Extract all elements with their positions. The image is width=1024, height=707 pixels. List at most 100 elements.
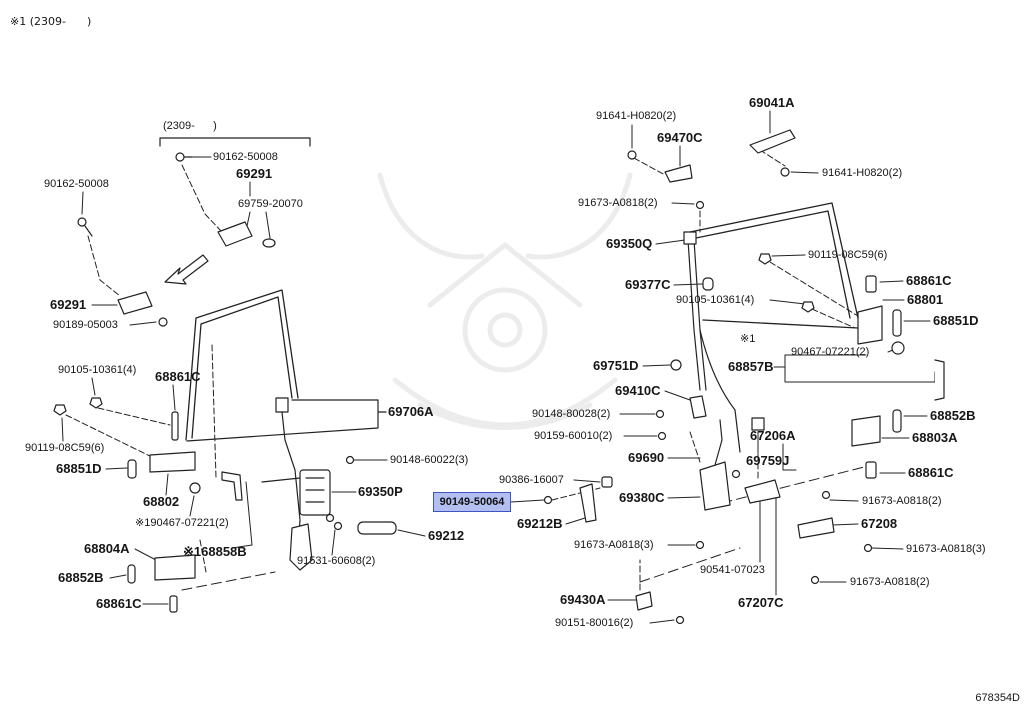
callout-right-8[interactable]: 69377C xyxy=(625,277,671,292)
hinge-68801 xyxy=(857,305,883,345)
watermark-logo xyxy=(377,172,633,430)
left-glass-frame xyxy=(185,289,299,441)
callout-right-17[interactable]: 90148-80028(2) xyxy=(532,408,611,420)
callout-right-33[interactable]: 91673-A0818(2) xyxy=(850,576,930,588)
callout-right-32[interactable]: 90541-07023 xyxy=(700,564,765,576)
lock-69380c xyxy=(699,461,731,511)
callout-right-0[interactable]: 91641-H0820(2) xyxy=(596,110,677,122)
right-leader-lines xyxy=(510,110,936,624)
callout-right-15[interactable]: 68857B xyxy=(728,359,774,374)
callout-right-11[interactable]: 68851D xyxy=(933,313,979,328)
callout-left-13[interactable]: 69350P xyxy=(358,484,403,499)
callout-left-10[interactable]: 68851D xyxy=(56,461,102,476)
callout-left-3[interactable]: 90162-50008 xyxy=(44,178,109,190)
part-68851d-right xyxy=(892,309,902,337)
bracket-69430a xyxy=(635,591,653,611)
callout-right-25[interactable]: 90386-16007 xyxy=(499,474,564,486)
channel-clip-69706a xyxy=(275,397,289,413)
callout-right-4[interactable]: 91673-A0818(2) xyxy=(578,197,658,209)
ball-69751d xyxy=(670,359,682,371)
lever-69410c xyxy=(689,395,707,419)
callout-right-19[interactable]: 67206A xyxy=(750,428,796,443)
callout-right-6[interactable]: 90119-08C59(6) xyxy=(808,249,888,261)
callout-right-12: ※1 xyxy=(740,333,756,345)
callout-right-35[interactable]: 67207C xyxy=(738,595,784,610)
callout-right-18[interactable]: 68852B xyxy=(930,408,976,423)
screw-91673-d xyxy=(863,543,873,553)
callout-left-0[interactable]: 90162-50008 xyxy=(213,151,278,163)
callout-right-24[interactable]: 68861C xyxy=(908,465,954,480)
left-dashed-lines xyxy=(65,164,276,591)
right-glass-frame xyxy=(689,202,859,329)
part-68858b xyxy=(221,471,243,501)
screw-91641-left xyxy=(627,150,637,160)
clip-69759-20070 xyxy=(262,238,276,248)
callout-right-1[interactable]: 69041A xyxy=(749,95,795,110)
part-68851d-left xyxy=(127,459,137,479)
callout-left-15[interactable]: 69212 xyxy=(428,528,465,543)
callout-left-18[interactable]: 91531-60608(2) xyxy=(297,555,376,567)
callout-left-2[interactable]: 69759-20070 xyxy=(238,198,303,210)
cushion-90467-left xyxy=(189,482,201,494)
callout-right-36[interactable]: 90151-80016(2) xyxy=(555,617,634,629)
callout-right-28[interactable]: 69212B xyxy=(517,516,563,531)
callout-right-16[interactable]: 69410C xyxy=(615,383,661,398)
handle-68857b xyxy=(934,359,945,401)
hinge-68803a xyxy=(851,415,881,447)
screw-90162-left xyxy=(77,217,93,237)
callout-right-9[interactable]: 90105-10361(4) xyxy=(676,294,755,306)
screw-90148-60022 xyxy=(345,455,355,465)
rod-69212b xyxy=(579,483,597,523)
callout-right-30[interactable]: 91673-A0818(3) xyxy=(574,539,654,551)
header-note: ※1 (2309- ) xyxy=(10,15,92,28)
callout-right-3[interactable]: 91641-H0820(2) xyxy=(822,167,903,179)
callout-left-7[interactable]: 68861C xyxy=(155,369,201,384)
callout-right-14[interactable]: 69751D xyxy=(593,358,639,373)
callout-left-12[interactable]: 68802 xyxy=(143,494,180,509)
callout-left-1[interactable]: 69291 xyxy=(236,166,273,181)
nut-90189 xyxy=(158,317,168,327)
cross-rod xyxy=(261,477,301,483)
right-parts xyxy=(543,129,945,625)
callout-left-5[interactable]: 90189-05003 xyxy=(53,319,118,331)
highlighted-part-label[interactable]: 90149-50064 xyxy=(433,492,511,512)
callout-left-17[interactable]: ※168858B xyxy=(183,544,247,559)
callout-right-10[interactable]: 68801 xyxy=(907,292,944,307)
bolt-90105-left xyxy=(89,397,103,409)
clip-69377c xyxy=(702,277,714,291)
hinge-68804a xyxy=(154,554,196,581)
callout-right-21[interactable]: 68803A xyxy=(912,430,958,445)
callout-left-8[interactable]: 69706A xyxy=(388,404,434,419)
block-69759j xyxy=(751,417,765,431)
screw-91641-right xyxy=(780,167,790,177)
callout-right-27[interactable]: 91673-A0818(2) xyxy=(862,495,942,507)
lower-bracket xyxy=(289,523,313,571)
callout-left-16[interactable]: 68804A xyxy=(84,541,130,556)
callout-right-2[interactable]: 69470C xyxy=(657,130,703,145)
callout-left-11[interactable]: 90148-60022(3) xyxy=(390,454,469,466)
callout-right-7[interactable]: 68861C xyxy=(906,273,952,288)
callout-left-4[interactable]: 69291 xyxy=(50,297,87,312)
callout-right-20[interactable]: 90159-60010(2) xyxy=(534,430,613,442)
callout-left-9[interactable]: 90119-08C59(6) xyxy=(25,442,105,454)
part-67208 xyxy=(797,517,835,539)
callout-left-14[interactable]: ※190467-07221(2) xyxy=(135,517,229,529)
screw-91673-top xyxy=(695,200,705,210)
callout-right-34[interactable]: 69430A xyxy=(560,592,606,607)
callout-left-20[interactable]: 68861C xyxy=(96,596,142,611)
cushion-90467-right xyxy=(891,341,905,355)
callout-right-23[interactable]: 69759J xyxy=(746,453,790,468)
callout-left-19[interactable]: 68852B xyxy=(58,570,104,585)
left-date-bracket xyxy=(159,137,311,147)
callout-right-5[interactable]: 69350Q xyxy=(606,236,653,251)
callout-right-29[interactable]: 67208 xyxy=(861,516,898,531)
bushing-90386 xyxy=(601,476,613,488)
callout-right-22[interactable]: 69690 xyxy=(628,450,665,465)
callout-left-6[interactable]: 90105-10361(4) xyxy=(58,364,137,376)
bracket-69291-left xyxy=(117,291,153,315)
screw-90148-80028 xyxy=(655,409,665,419)
callout-right-31[interactable]: 91673-A0818(3) xyxy=(906,543,986,555)
callout-right-13[interactable]: 90467-07221(2) xyxy=(791,346,870,358)
bracket-69291-top xyxy=(217,221,253,247)
callout-right-26[interactable]: 69380C xyxy=(619,490,665,505)
